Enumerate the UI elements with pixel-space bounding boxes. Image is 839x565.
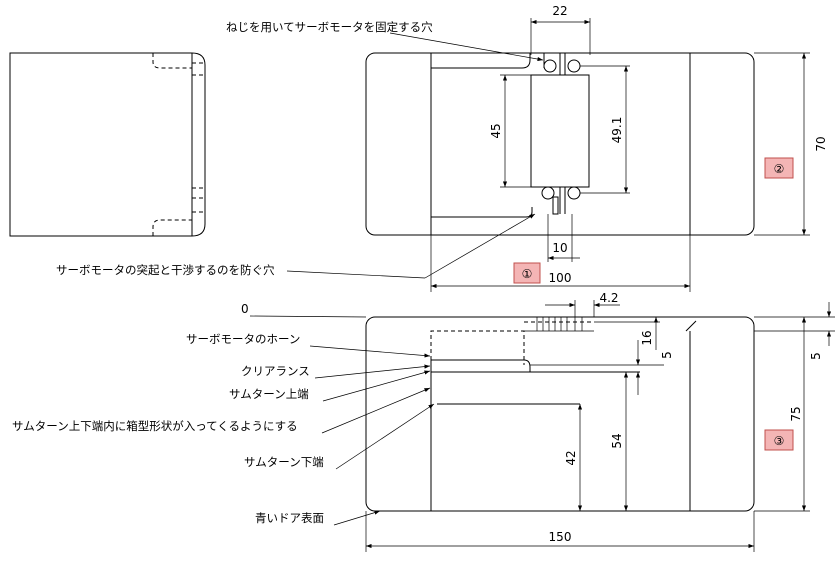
dim-22: 22 (552, 4, 567, 18)
dim-54: 54 (610, 433, 624, 448)
label-thumb-bottom: サムターン下端 (244, 455, 324, 469)
dim-49-1: 49.1 (610, 117, 624, 144)
marker-2: ② (764, 157, 794, 179)
svg-text:③: ③ (774, 434, 785, 448)
label-thumb-top: サムターン上端 (229, 387, 309, 401)
side-view (9, 52, 206, 237)
label-door-surface: 青いドア表面 (255, 511, 324, 525)
label-interference-hole: サーボモータの突起と干渉するのを防ぐ穴 (56, 263, 275, 277)
svg-text:②: ② (774, 162, 785, 176)
dim-10: 10 (552, 241, 567, 255)
label-box-shape: サムターン上下端内に箱型形状が入ってくるようにする (12, 419, 298, 433)
top-view (365, 52, 755, 236)
marker-1: ① (513, 262, 541, 284)
label-servo-horn: サーボモータのホーン (186, 332, 300, 346)
label-screw-holes: ねじを用いてサーボモータを固定する穴 (226, 20, 433, 34)
svg-text:①: ① (522, 267, 533, 281)
dim-5-center: 5 (660, 351, 674, 359)
dim-70: 70 (814, 136, 828, 151)
dim-4-2: 4.2 (599, 291, 618, 305)
dim-75: 75 (789, 406, 803, 421)
dim-45: 45 (489, 123, 503, 138)
dim-0: 0 (241, 302, 249, 316)
dim-100: 100 (549, 271, 572, 285)
dim-150: 150 (549, 530, 572, 544)
front-view (365, 316, 755, 512)
dim-42: 42 (564, 450, 578, 465)
dim-16: 16 (640, 330, 654, 345)
dim-5-right: 5 (809, 352, 823, 360)
top-view-dimensions: 22 45 49.1 70 10 100 (430, 4, 828, 292)
front-view-dimensions: 0 4.2 16 5 5 75 42 54 1 (241, 291, 835, 552)
marker-3: ③ (764, 429, 794, 451)
label-clearance: クリアランス (241, 364, 310, 378)
